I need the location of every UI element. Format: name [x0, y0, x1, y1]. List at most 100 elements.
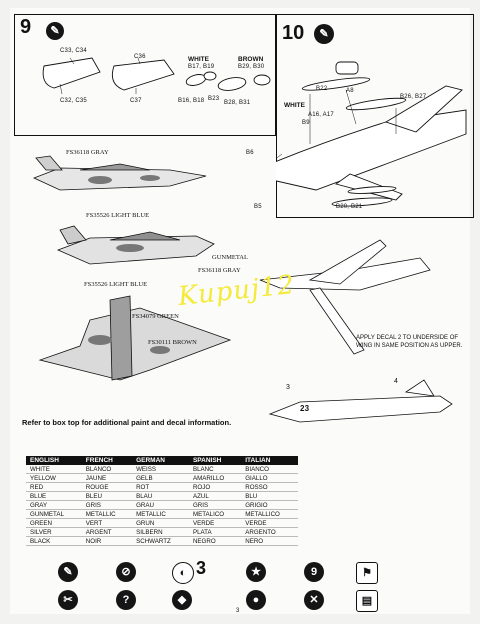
step-10-panel [276, 14, 474, 218]
table-cell: SCHWARTZ [132, 536, 189, 546]
decal-sheet-icon: ▤ [356, 590, 378, 612]
part-label-b6: B6 [246, 150, 254, 156]
table-cell: GUNMETAL [26, 509, 82, 519]
table-cell: AZUL [188, 491, 242, 501]
table-cell: ROUGE [81, 482, 133, 492]
column-header: ENGLISH [26, 456, 82, 465]
step-9-panel [14, 14, 276, 136]
part-label-b20-b21: B20, B21 [336, 204, 363, 210]
table-cell: RED [26, 482, 82, 492]
table-cell: GIALLO [241, 473, 298, 483]
table-cell: GRIS [81, 500, 133, 510]
table-cell: GELB [132, 473, 189, 483]
do-not-cement-icon: ⊘ [116, 562, 136, 582]
part-label-b16-b18: B16, B18 [178, 98, 205, 104]
glue-icon-step9: ✎ [46, 22, 64, 40]
table-cell: BLEU [81, 491, 133, 501]
table-cell: ARGENTO [241, 527, 298, 537]
table-cell: NOIR [81, 536, 133, 546]
table-cell: VERT [81, 518, 133, 528]
table-cell: METALICO [188, 509, 242, 519]
table-cell: SILVER [26, 527, 82, 537]
page-number: 3 [236, 608, 240, 614]
table-cell: VERDE [188, 518, 242, 528]
table-cell: METALLICO [241, 509, 298, 519]
table-cell: ARGENT [81, 527, 133, 537]
decal-callout-4: 4 [394, 378, 399, 385]
cut-icon: ✂ [58, 590, 78, 610]
table-cell: WEISS [132, 465, 189, 474]
table-cell: BLANC [188, 465, 242, 474]
cement-icon: ✎ [58, 562, 78, 582]
table-cell: GRIGIO [241, 500, 298, 510]
part-label-c36: C36 [134, 54, 146, 60]
table-cell: GRAY [26, 500, 82, 510]
decal-number-sample: 3 [196, 558, 207, 578]
table-cell: JAUNE [81, 473, 133, 483]
paint-label-gunmetal: GUNMETAL [212, 254, 248, 261]
part-label-b29-b30: B29, B30 [238, 64, 265, 70]
step-10-number: 10 [282, 22, 305, 44]
table-cell: VERDE [241, 518, 298, 528]
table-cell: GREEN [26, 518, 82, 528]
table-cell: SILBERN [132, 527, 189, 537]
column-header: GERMAN [132, 456, 189, 465]
table-cell: NERO [241, 536, 298, 546]
table-cell: METALLIC [81, 509, 133, 519]
color-translation-table: ENGLISH FRENCH GERMAN SPANISH ITALIAN WH… [26, 456, 298, 546]
optional-part-icon: ? [116, 590, 136, 610]
table-cell: BIANCO [241, 465, 298, 474]
refer-text: Refer to box top for additional paint an… [22, 418, 232, 427]
decal-number-icon: ◐ [172, 562, 194, 584]
step-9-number: 9 [20, 16, 32, 38]
paint-label-fs34079-green: FS34079 GREEN [132, 313, 179, 320]
table-cell: METALLIC [132, 509, 189, 519]
table-cell: YELLOW [26, 473, 82, 483]
table-cell: ROJO [188, 482, 242, 492]
column-header: FRENCH [81, 456, 133, 465]
decal-callout-23: 23 [300, 404, 310, 413]
decal-callout-3: 3 [286, 384, 291, 391]
column-header: ITALIAN [241, 456, 298, 465]
white-label-step10: WHITE [284, 102, 305, 109]
pinhole-icon: ● [246, 590, 266, 610]
part-label-b5: B5 [254, 204, 262, 210]
table-cell: BLANCO [81, 465, 133, 474]
cut-off-icon: ✕ [304, 590, 324, 610]
table-cell: WHITE [26, 465, 82, 474]
step-9-drawing [42, 57, 271, 95]
column-header: SPANISH [188, 456, 242, 465]
table-cell: GRIS [188, 500, 242, 510]
part-label-c37: C37 [130, 98, 142, 104]
table-cell: AMARILLO [188, 473, 242, 483]
white-label: WHITE [188, 56, 209, 63]
part-label-b22: B22 [316, 86, 328, 92]
glue-icon: ✎ [314, 24, 334, 44]
table-cell: NEGRO [188, 536, 242, 546]
star-icon: ★ [246, 562, 266, 582]
table-header-row: ENGLISH FRENCH GERMAN SPANISH ITALIAN [26, 456, 298, 465]
table-cell: GRUN [132, 518, 189, 528]
table-cell: BLAU [132, 491, 189, 501]
fill-icon: ◆ [172, 590, 192, 610]
part-label-b26-b27: B26, B27 [400, 94, 427, 100]
table-cell: BLUE [26, 491, 82, 501]
step-10-drawing [276, 61, 467, 207]
paint-views-drawing [32, 155, 453, 423]
table-cell: PLATA [188, 527, 242, 537]
paint-label-fs36118-gray: FS36118 GRAY [66, 149, 109, 156]
brown-label: BROWN [238, 56, 264, 63]
paint-label-fs36118-gray-2: FS36118 GRAY [198, 267, 241, 274]
table-cell: BLACK [26, 536, 82, 546]
part-label-b9: B9 [302, 120, 310, 126]
part-label-a8: A8 [346, 88, 354, 94]
flag-icon: ⚑ [356, 562, 378, 584]
table-cell: ROT [132, 482, 189, 492]
